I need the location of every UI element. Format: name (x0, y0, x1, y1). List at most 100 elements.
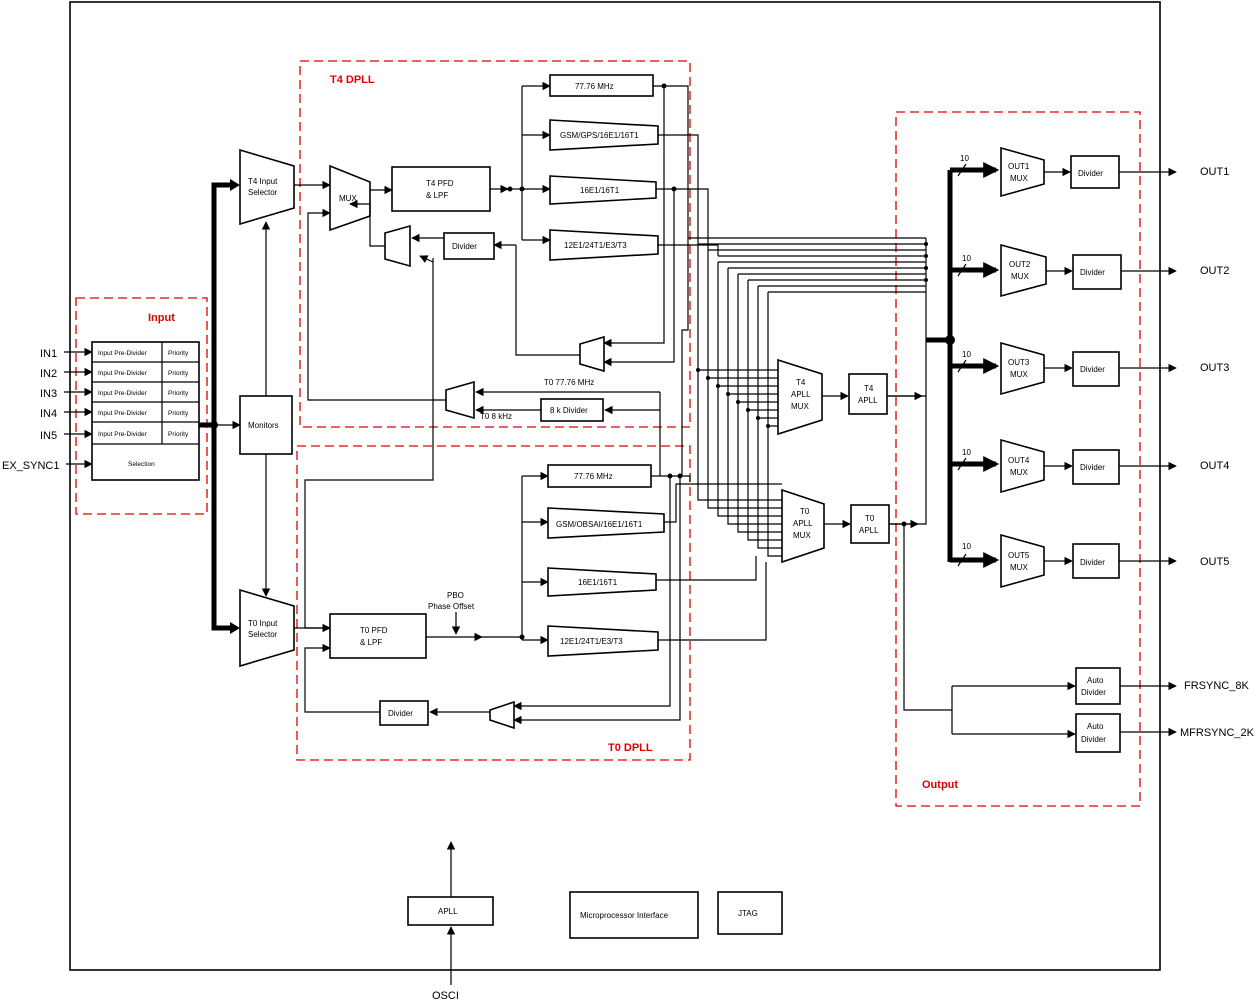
svg-text:APLL: APLL (791, 390, 811, 399)
out1-row: OUT1 MUX Divider OUT1 (1000, 146, 1229, 198)
svg-text:Microprocessor Interface: Microprocessor Interface (580, 911, 669, 920)
input-region (75, 297, 208, 515)
svg-text:Priority: Priority (168, 431, 189, 438)
pin-in2: IN2 (40, 368, 57, 380)
svg-text:16E1/16T1: 16E1/16T1 (580, 186, 620, 195)
svg-text:Monitors: Monitors (248, 421, 279, 430)
svg-text:MUX: MUX (1011, 272, 1029, 281)
svg-text:Divider: Divider (1078, 169, 1103, 178)
svg-text:10: 10 (960, 154, 969, 163)
out2-row: OUT2 MUX Divider OUT2 (1000, 243, 1229, 298)
svg-text:GSM/OBSAI/16E1/16T1: GSM/OBSAI/16E1/16T1 (556, 520, 643, 529)
t0-8k-label: T0 8 kHz (480, 412, 512, 421)
svg-text:Auto: Auto (1087, 722, 1104, 731)
t4-8k-divider: 8 k Divider (540, 398, 604, 422)
svg-text:10: 10 (962, 254, 971, 263)
svg-text:Divider: Divider (1080, 365, 1105, 374)
svg-text:Auto: Auto (1087, 676, 1104, 685)
svg-text:12E1/24T1/E3/T3: 12E1/24T1/E3/T3 (564, 241, 627, 250)
svg-text:77.76 MHz: 77.76 MHz (575, 82, 614, 91)
svg-text:Divider: Divider (1080, 463, 1105, 472)
pin-out1: OUT1 (1200, 166, 1229, 178)
svg-text:Divider: Divider (1081, 688, 1106, 697)
pin-frsync-8k: FRSYNC_8K (1184, 680, 1249, 692)
t0-divider: Divider (379, 700, 429, 726)
pin-out5: OUT5 (1200, 556, 1229, 568)
output-region (895, 111, 1141, 807)
svg-text:MUX: MUX (1010, 563, 1028, 572)
pin-out2: OUT2 (1200, 265, 1229, 277)
out3-row: OUT3 MUX Divider OUT3 (1000, 341, 1229, 396)
svg-text:OUT1: OUT1 (1008, 162, 1030, 171)
svg-text:Divider: Divider (1080, 268, 1105, 277)
microprocessor-interface-block: Microprocessor Interface (569, 891, 699, 939)
t4-dpll-region-label: T4 DPLL (330, 74, 375, 86)
svg-text:Divider: Divider (1080, 558, 1105, 567)
output-region-label: Output (922, 779, 958, 791)
svg-text:T4 Input: T4 Input (248, 177, 278, 186)
pin-ex-sync1: EX_SYNC1 (2, 460, 59, 472)
svg-text:Priority: Priority (168, 390, 189, 397)
frsync-auto-divider: Auto Divider FRSYNC_8K (1075, 667, 1249, 705)
svg-text:& LPF: & LPF (360, 638, 382, 647)
t0-input-selector: T0 Input Selector (239, 588, 295, 668)
pin-out4: OUT4 (1200, 460, 1229, 472)
svg-text:JTAG: JTAG (738, 909, 758, 918)
t0-apll: T0 APLL (850, 504, 890, 544)
pin-in4: IN4 (40, 408, 57, 420)
t4-freq-blocks: 77.76 MHz GSM/GPS/16E1/16T1 16E1/16T1 12… (549, 74, 659, 261)
svg-text:MUX: MUX (793, 531, 811, 540)
svg-text:10: 10 (962, 448, 971, 457)
svg-text:12E1/24T1/E3/T3: 12E1/24T1/E3/T3 (560, 637, 623, 646)
t0-dpll-region-label: T0 DPLL (608, 742, 653, 754)
svg-text:MUX: MUX (1010, 174, 1028, 183)
t4-t0-select-mux (445, 380, 475, 420)
out5-row: OUT5 MUX Divider OUT5 (1000, 533, 1229, 589)
svg-text:10: 10 (962, 542, 971, 551)
svg-text:APLL: APLL (438, 907, 458, 916)
svg-text:Selection: Selection (128, 461, 155, 468)
svg-text:T0: T0 (865, 514, 875, 523)
t0-apll-mux: T0 APLL MUX (781, 488, 825, 564)
t4-feedback-mux (384, 224, 411, 268)
output-buses: 10 10 10 10 10 (950, 154, 1000, 569)
out4-row: OUT4 MUX Divider OUT4 (1000, 438, 1229, 494)
t0-7776-label: T0 77.76 MHz (544, 378, 594, 387)
svg-text:Priority: Priority (168, 370, 189, 377)
t4-apll: T4 APLL (848, 373, 888, 415)
svg-text:OUT4: OUT4 (1008, 456, 1030, 465)
svg-text:Input Pre-Divider: Input Pre-Divider (98, 410, 148, 417)
svg-text:GSM/GPS/16E1/16T1: GSM/GPS/16E1/16T1 (560, 131, 639, 140)
t0-pfd-lpf: T0 PFD & LPF (329, 613, 427, 659)
svg-text:Input Pre-Divider: Input Pre-Divider (98, 431, 148, 438)
svg-text:OUT3: OUT3 (1008, 358, 1030, 367)
svg-text:T4: T4 (864, 384, 874, 393)
svg-text:MUX: MUX (1010, 370, 1028, 379)
svg-text:Selector: Selector (248, 188, 278, 197)
svg-text:Divider: Divider (452, 242, 477, 251)
svg-text:Divider: Divider (388, 709, 413, 718)
chip-boundary (69, 1, 1161, 971)
svg-text:APLL: APLL (859, 526, 879, 535)
input-region-label: Input (148, 312, 175, 324)
svg-text:APLL: APLL (793, 519, 813, 528)
t4-input-selector: T4 Input Selector (239, 148, 295, 226)
svg-text:Input Pre-Divider: Input Pre-Divider (98, 390, 148, 397)
svg-text:Divider: Divider (1081, 735, 1106, 744)
t4-apll-mux: T4 APLL MUX (777, 358, 823, 436)
svg-text:8 k Divider: 8 k Divider (550, 406, 588, 415)
pin-in5: IN5 (40, 430, 57, 442)
svg-text:APLL: APLL (858, 396, 878, 405)
svg-text:Selector: Selector (248, 630, 278, 639)
t4-pfd-lpf: T4 PFD & LPF (391, 166, 491, 212)
input-pins: IN1 IN2 IN3 IN4 IN5 EX_SYNC1 (2, 348, 59, 472)
svg-text:T0 Input: T0 Input (248, 619, 278, 628)
jtag-block: JTAG (717, 891, 783, 935)
t4-mux: MUX (329, 164, 371, 232)
monitors-block: Monitors (239, 395, 293, 455)
pin-out3: OUT3 (1200, 362, 1229, 374)
apll-block: APLL (407, 896, 494, 926)
svg-text:Input Pre-Divider: Input Pre-Divider (98, 370, 148, 377)
